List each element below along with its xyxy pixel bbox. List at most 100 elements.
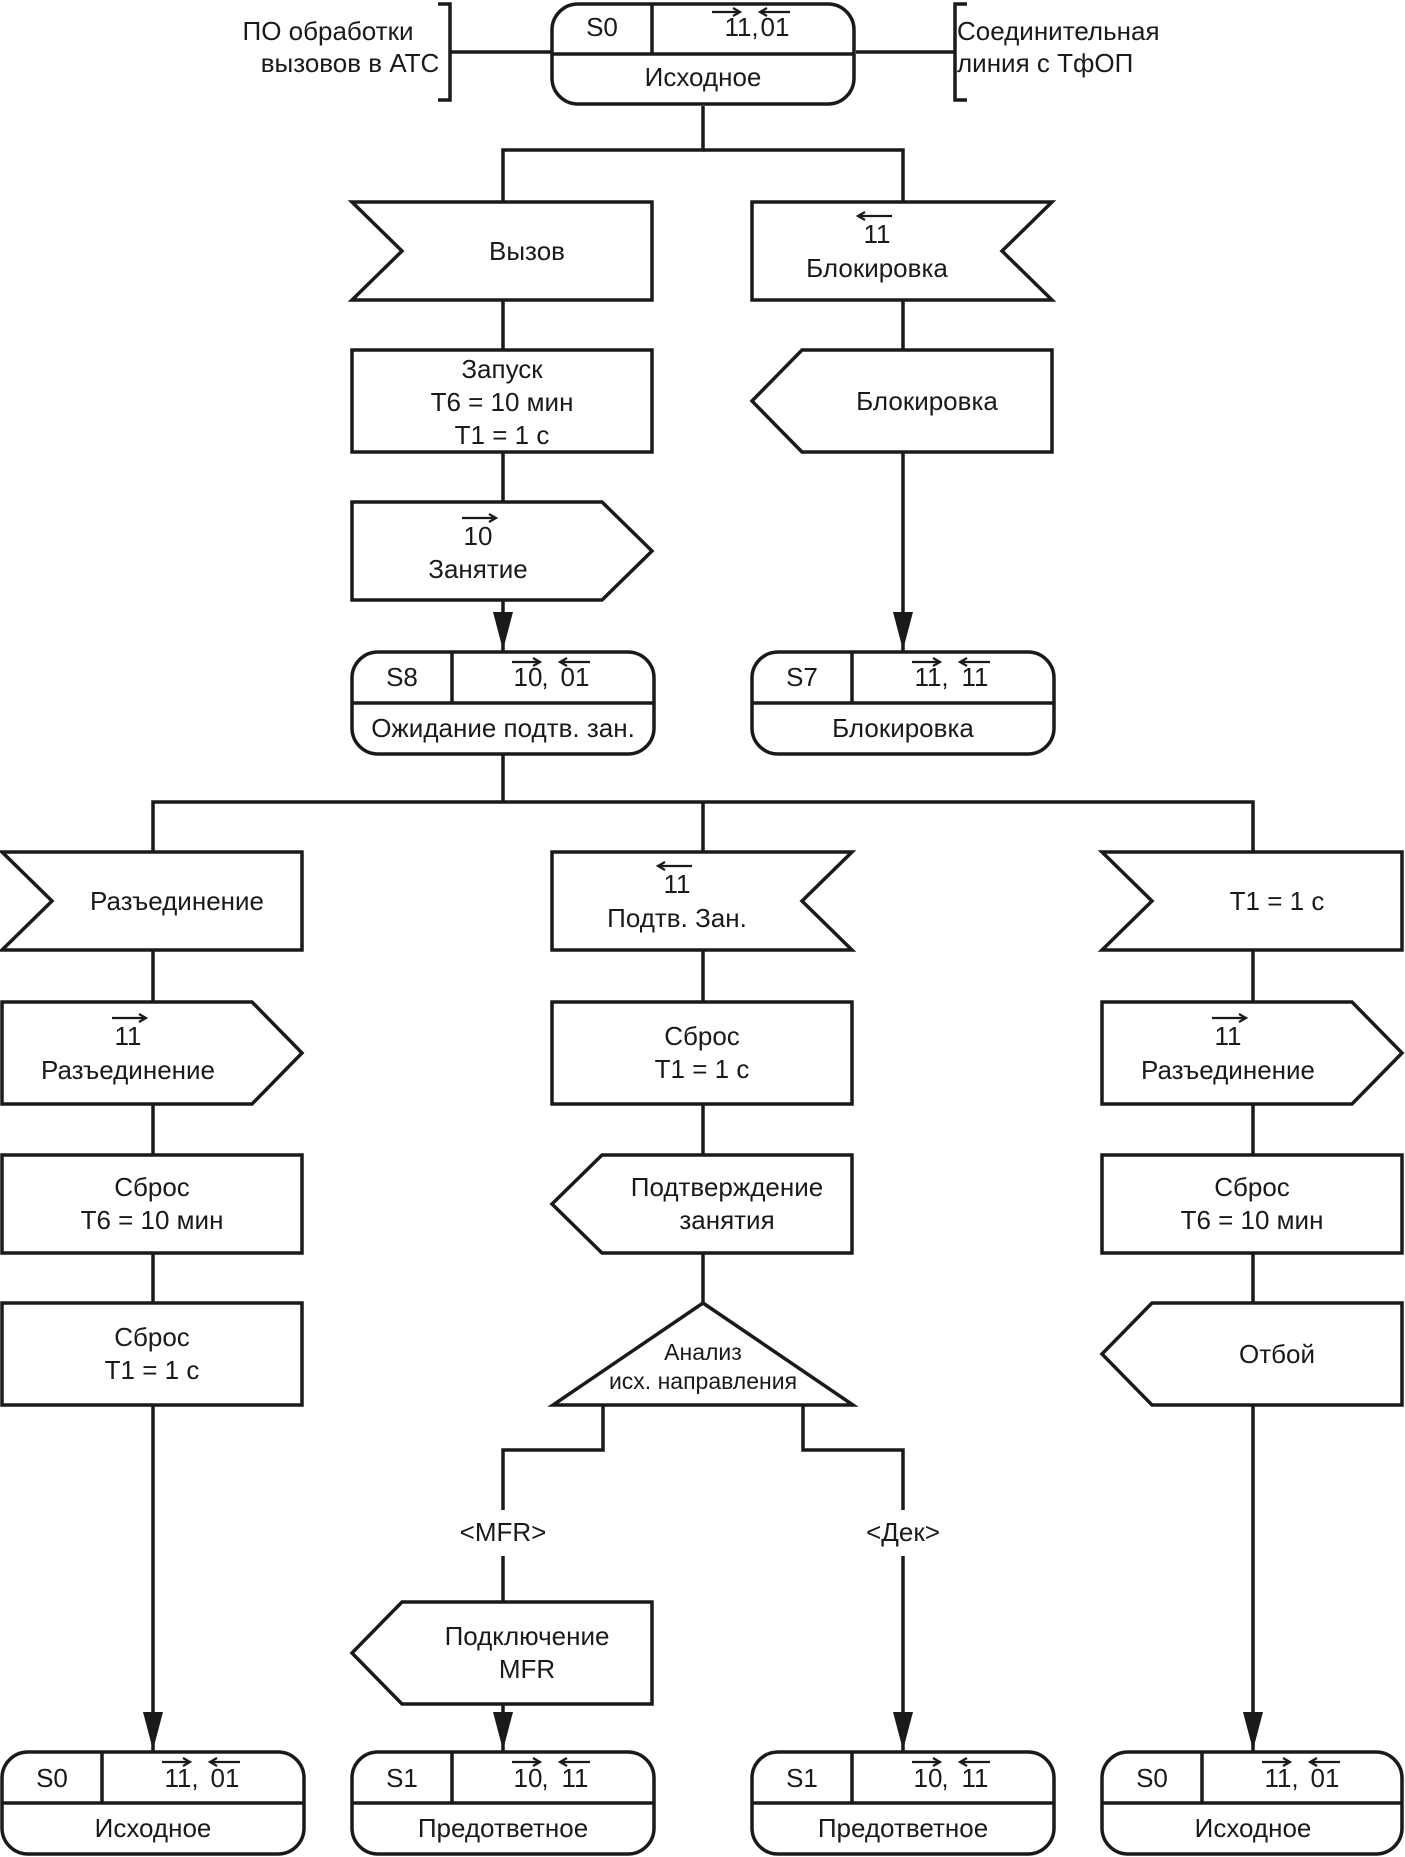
- annotation-left-line-2: вызовов в АТС: [261, 48, 440, 78]
- state-id: S0: [36, 1763, 68, 1793]
- signal-in: 11: [664, 869, 691, 899]
- annotation-right-line-1: Соединительная: [957, 16, 1160, 46]
- output-line-1: Подключение: [445, 1621, 610, 1651]
- task-line-1: Сброс: [114, 1172, 190, 1202]
- annotation-left-line-1: ПО обработки: [243, 16, 414, 46]
- task-sbros-t6-right: Сброс T6 = 10 мин: [1100, 1153, 1404, 1255]
- output-label: Отбой: [1239, 1339, 1315, 1369]
- signal-in: 01: [1311, 1763, 1340, 1793]
- svg-text:,: ,: [541, 1763, 548, 1793]
- state-s7: S7 11 , 11 Блокировка: [750, 650, 1056, 756]
- signal-in: 01: [561, 662, 590, 692]
- signal-in: 11: [864, 219, 891, 249]
- state-id: S1: [786, 1763, 818, 1793]
- decision-line-2: исх. направления: [609, 1368, 797, 1394]
- input-label: Разъединение: [90, 886, 264, 916]
- state-id: S0: [1136, 1763, 1168, 1793]
- task-line-2: T6 = 10 мин: [81, 1205, 224, 1235]
- input-podtv: 11 Подтв. Зан.: [550, 850, 857, 952]
- output-line-1: Подтверждение: [631, 1172, 823, 1202]
- state-id: S0: [586, 12, 618, 42]
- output-label: Разъединение: [1141, 1055, 1315, 1085]
- internal-output-podtv-zan: Подтверждение занятия: [549, 1153, 854, 1255]
- task-line-2: T1 = 1 с: [655, 1054, 750, 1084]
- task-line-1: Сброс: [114, 1322, 190, 1352]
- signal-in: 11: [962, 662, 989, 692]
- signal-in: 11: [962, 1763, 989, 1793]
- decision-line-1: Анализ: [664, 1339, 742, 1365]
- arrowheads: [143, 612, 1263, 1750]
- state-s1-mfr: S1 10 , 11 Предответное: [350, 1750, 656, 1856]
- state-id: S7: [786, 662, 818, 692]
- signal-out: 11: [725, 12, 752, 42]
- state-s1-dek: S1 10 , 11 Предответное: [750, 1750, 1056, 1856]
- state-label: Блокировка: [832, 713, 974, 743]
- decision-analysis: Анализ исх. направления: [547, 1300, 859, 1407]
- line-output-razed-right: 11 Разъединение: [1100, 1000, 1405, 1106]
- output-line-2: MFR: [499, 1654, 555, 1684]
- annotation-right: Соединительная линия с ТфОП: [953, 2, 1160, 102]
- svg-text:,: ,: [1291, 1763, 1298, 1793]
- input-label: T1 = 1 с: [1230, 886, 1325, 916]
- state-id: S8: [386, 662, 418, 692]
- signal-out: 10: [514, 662, 543, 692]
- signal-out: 10: [514, 1763, 543, 1793]
- output-label: Занятие: [428, 554, 528, 584]
- state-label: Исходное: [95, 1813, 212, 1843]
- internal-output-podkl-mfr: Подключение MFR: [349, 1600, 654, 1706]
- task-line-2: T6 = 10 мин: [1181, 1205, 1324, 1235]
- branch-mfr: <MFR>: [460, 1517, 547, 1547]
- annotation-right-line-2: линия с ТфОП: [957, 48, 1133, 78]
- svg-text:,: ,: [751, 12, 758, 42]
- task-sbros-t6-left: Сброс T6 = 10 мин: [0, 1153, 304, 1255]
- annotation-left: ПО обработки вызовов в АТС: [243, 2, 452, 102]
- signal-in: 01: [211, 1763, 240, 1793]
- state-s8: S8 10 , 01 Ожидание подтв. зан.: [350, 650, 656, 756]
- state-id: S1: [386, 1763, 418, 1793]
- task-line-2: T1 = 1 с: [105, 1355, 200, 1385]
- task-line-1: Сброс: [1214, 1172, 1290, 1202]
- task-line-1: Запуск: [461, 354, 543, 384]
- svg-text:,: ,: [191, 1763, 198, 1793]
- input-block: 11 Блокировка: [750, 200, 1057, 302]
- input-label: Вызов: [489, 236, 565, 266]
- input-label: Подтв. Зан.: [607, 903, 747, 933]
- input-t1: T1 = 1 с: [1097, 850, 1404, 952]
- signal-out: 10: [464, 521, 493, 551]
- connectors: [151, 50, 1255, 1752]
- svg-text:,: ,: [541, 662, 548, 692]
- state-label: Предответное: [818, 1813, 988, 1843]
- signal-out: 11: [915, 662, 942, 692]
- output-line-2: занятия: [679, 1205, 774, 1235]
- state-label: Ожидание подтв. зан.: [371, 713, 635, 743]
- svg-text:,: ,: [941, 662, 948, 692]
- output-label: Разъединение: [41, 1055, 215, 1085]
- state-label: Исходное: [645, 62, 762, 92]
- svg-text:,: ,: [941, 1763, 948, 1793]
- state-s0-right: S0 11 , 01 Исходное: [1100, 1750, 1404, 1856]
- state-label: Исходное: [1195, 1813, 1312, 1843]
- state-s0-initial: S0 11 , 01 Исходное: [550, 2, 856, 106]
- task-sbros-t1-mid: Сброс T1 = 1 с: [550, 1000, 854, 1106]
- input-label: Блокировка: [806, 253, 948, 283]
- task-line-3: T1 = 1 с: [455, 420, 550, 450]
- input-razed: Разъединение: [0, 850, 304, 952]
- branch-dek: <Дек>: [866, 1517, 940, 1547]
- task-sbros-t1-left: Сброс T1 = 1 с: [0, 1301, 304, 1407]
- internal-output-block: Блокировка: [749, 348, 1054, 454]
- state-label: Предответное: [418, 1813, 588, 1843]
- signal-out: 11: [1215, 1021, 1242, 1051]
- input-vyzov: Вызов: [347, 200, 654, 302]
- line-output-zanyatie: 10 Занятие: [350, 500, 655, 602]
- state-s0-left: S0 11 , 01 Исходное: [0, 1750, 306, 1856]
- signal-out: 10: [914, 1763, 943, 1793]
- output-label: Блокировка: [856, 386, 998, 416]
- task-line-2: T6 = 10 мин: [431, 387, 574, 417]
- internal-output-otboy: Отбой: [1099, 1301, 1404, 1407]
- task-line-1: Сброс: [664, 1021, 740, 1051]
- branch-labels: <MFR> <Дек>: [440, 1510, 956, 1556]
- signal-out: 11: [165, 1763, 192, 1793]
- signal-out: 11: [115, 1021, 142, 1051]
- signal-out: 11: [1265, 1763, 1292, 1793]
